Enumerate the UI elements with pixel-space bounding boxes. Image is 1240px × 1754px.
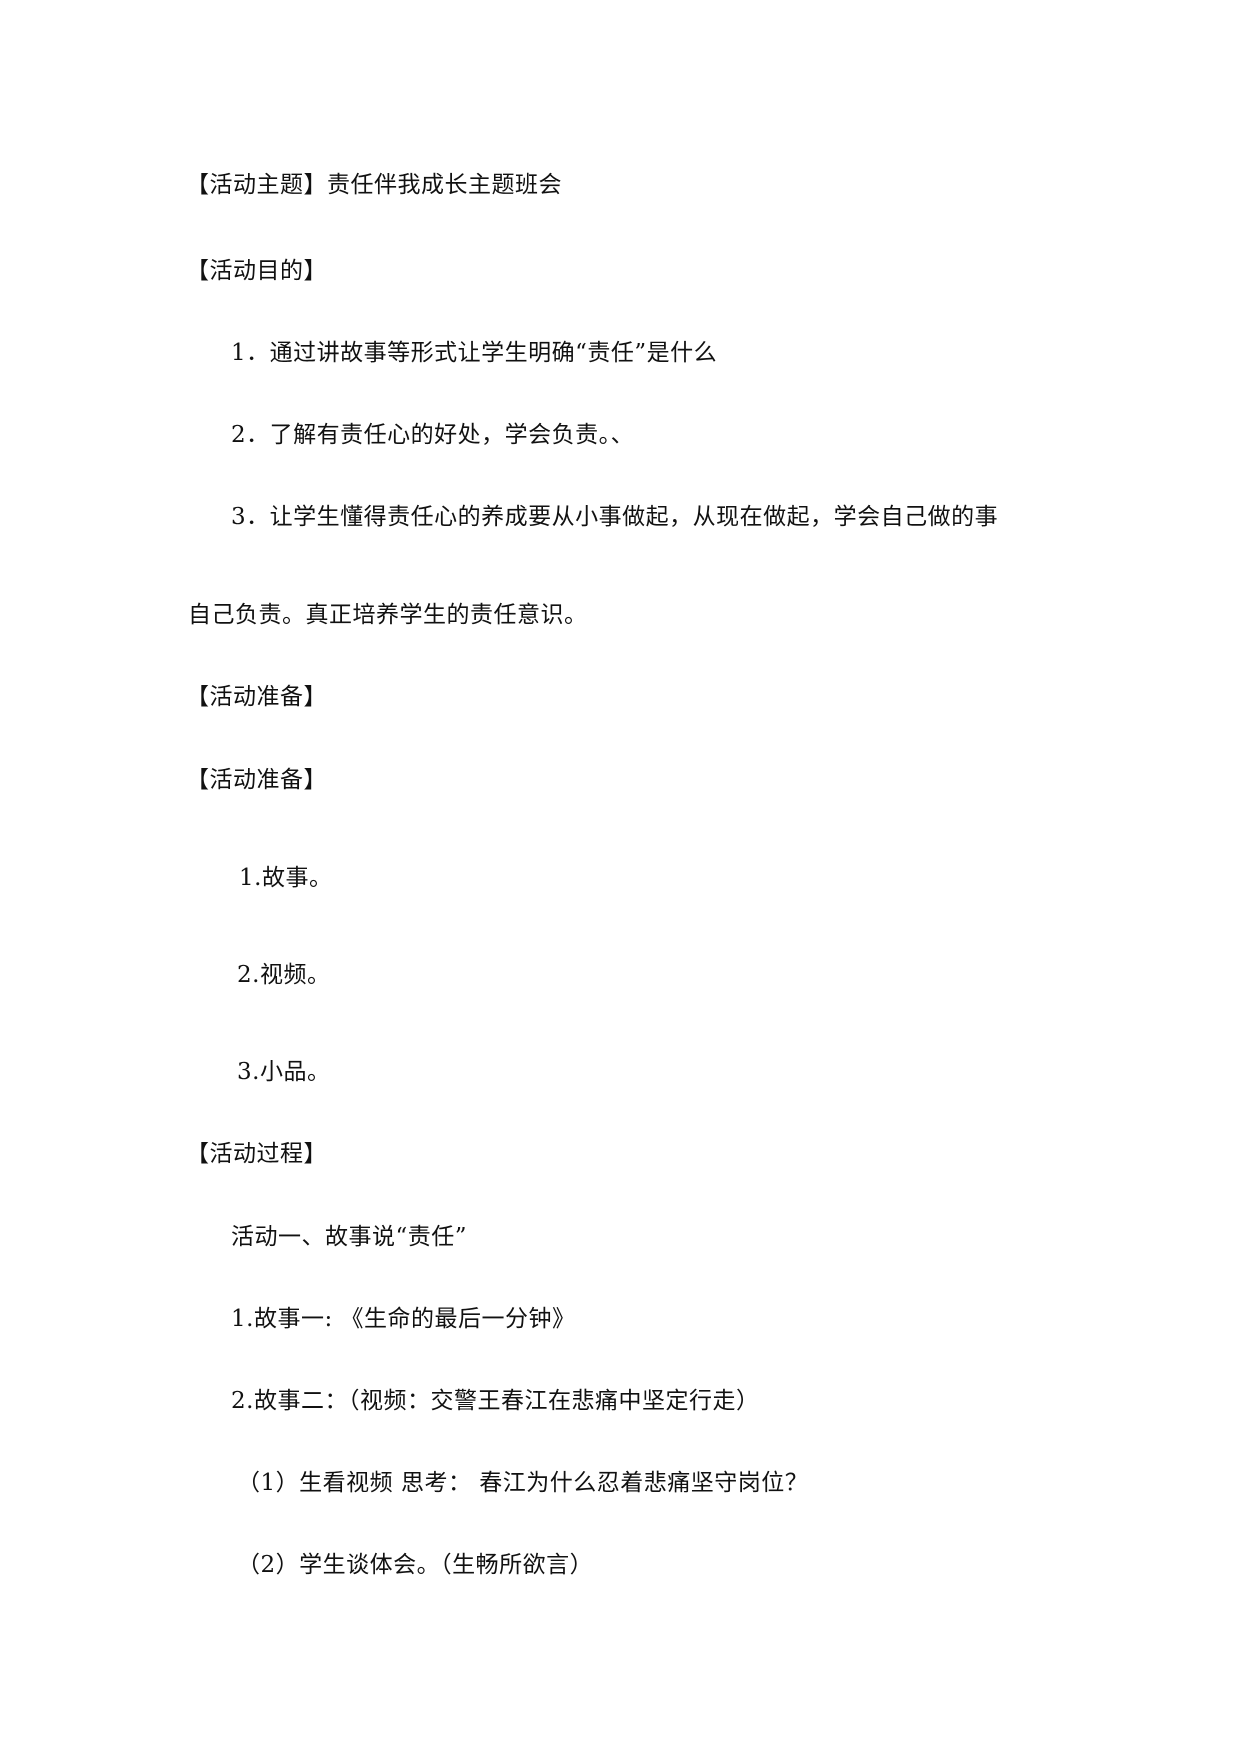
process-item: 1.故事一: 《生命的最后一分钟》 [231, 1306, 576, 1332]
purpose-item-continuation: 自己负责。真正培养学生的责任意识。 [188, 602, 588, 628]
preparation-item: 2.视频。 [237, 962, 331, 988]
preparation-item: 1.故事。 [239, 865, 333, 891]
process-item: 2.故事二：（视频：交警王春江在悲痛中坚定行走） [231, 1388, 760, 1414]
purpose-heading: 【活动目的】 [186, 258, 327, 284]
purpose-item: 1．通过讲故事等形式让学生明确“责任”是什么 [231, 340, 718, 366]
preparation-heading: 【活动准备】 [186, 684, 327, 710]
preparation-heading: 【活动准备】 [186, 767, 327, 793]
purpose-item: 3．让学生懂得责任心的养成要从小事做起，从现在做起，学会自己做的事 [231, 504, 999, 530]
purpose-item: 2．了解有责任心的好处，学会负责。、 [231, 422, 635, 448]
process-heading: 【活动过程】 [186, 1141, 327, 1167]
theme-heading: 【活动主题】责任伴我成长主题班会 [186, 172, 562, 198]
preparation-item: 3.小品。 [237, 1059, 331, 1085]
process-item: 活动一、故事说“责任” [231, 1224, 468, 1250]
process-item: （2）学生谈体会。（生畅所欲言） [237, 1552, 594, 1578]
process-item: （1）生看视频 思考： 春江为什么忍着悲痛坚守岗位？ [237, 1470, 809, 1496]
